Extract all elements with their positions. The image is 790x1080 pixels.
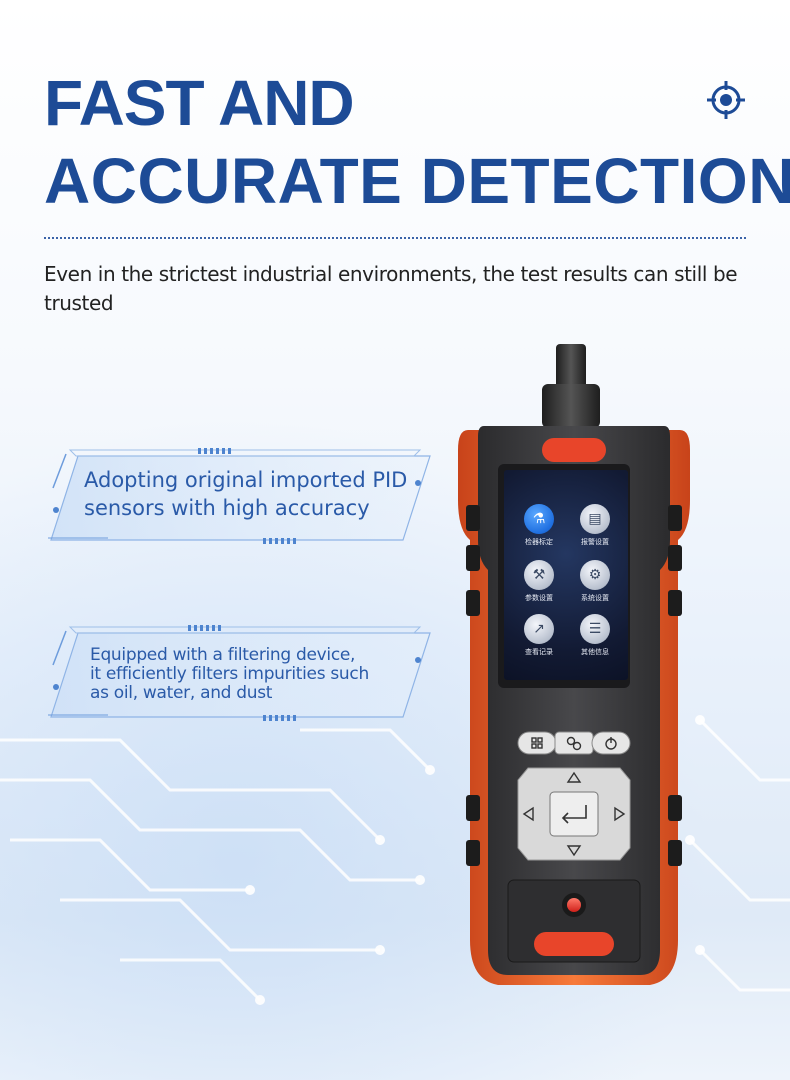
app-tile-view-records[interactable]: ↗ 查看记录 bbox=[514, 614, 564, 657]
chart-icon: ↗ bbox=[524, 614, 554, 644]
wrench-icon: ⚒ bbox=[524, 560, 554, 590]
app-tile-calibration[interactable]: ⚗ 检器标定 bbox=[514, 504, 564, 547]
feature-callout-filter: Equipped with a filtering device, it eff… bbox=[48, 625, 433, 725]
device-screen: ⚗ 检器标定 ▤ 报警设置 ⚒ 参数设置 ⚙ 系统设置 ↗ 查看记录 ☰ 其他信… bbox=[504, 470, 628, 680]
app-label: 参数设置 bbox=[525, 594, 553, 602]
callout-frame bbox=[48, 448, 431, 544]
circuit-background bbox=[0, 715, 790, 1005]
app-tile-system-settings[interactable]: ⚙ 系统设置 bbox=[570, 560, 620, 603]
page-title-line-2: ACCURATE DETECTION bbox=[44, 145, 790, 217]
list-icon: ☰ bbox=[580, 614, 610, 644]
enter-button[interactable] bbox=[549, 791, 599, 837]
subtitle: Even in the strictest industrial environ… bbox=[44, 262, 738, 315]
app-tile-other-info[interactable]: ☰ 其他信息 bbox=[570, 614, 620, 657]
app-tile-parameter-settings[interactable]: ⚒ 参数设置 bbox=[514, 560, 564, 603]
bottle-icon: ⚗ bbox=[524, 504, 554, 534]
up-arrow-icon[interactable] bbox=[566, 771, 582, 783]
right-arrow-icon[interactable] bbox=[614, 806, 626, 822]
callout-frame bbox=[48, 625, 431, 721]
feature-text: Equipped with a filtering device, it eff… bbox=[90, 646, 430, 703]
app-label: 报警设置 bbox=[581, 538, 609, 546]
app-tile-alarm-settings[interactable]: ▤ 报警设置 bbox=[570, 504, 620, 547]
enter-icon bbox=[561, 805, 587, 824]
alarm-light bbox=[542, 438, 606, 462]
app-label: 检器标定 bbox=[525, 538, 553, 546]
probe-tip bbox=[556, 344, 586, 390]
document-icon: ▤ bbox=[580, 504, 610, 534]
page-title-line-1: FAST AND bbox=[44, 67, 355, 139]
feature-callout-pid-sensor: Adopting original imported PID sensors w… bbox=[48, 448, 433, 548]
left-arrow-icon[interactable] bbox=[522, 806, 534, 822]
probe-base bbox=[542, 384, 600, 428]
feature-text-line-3: as oil, water, and dust bbox=[90, 683, 273, 703]
app-label: 查看记录 bbox=[525, 648, 553, 656]
gear-icon: ⚙ bbox=[580, 560, 610, 590]
navigation-pad bbox=[517, 767, 631, 861]
divider bbox=[44, 237, 746, 239]
app-label: 系统设置 bbox=[581, 594, 609, 602]
grid-button[interactable] bbox=[517, 731, 557, 755]
app-label: 其他信息 bbox=[581, 648, 609, 656]
target-icon bbox=[707, 81, 745, 119]
down-arrow-icon[interactable] bbox=[566, 845, 582, 857]
feature-text-line-1: Equipped with a filtering device, bbox=[90, 645, 356, 665]
feature-text-line-2: it efficiently filters impurities such bbox=[90, 664, 369, 684]
feature-text: Adopting original imported PID sensors w… bbox=[84, 468, 408, 520]
function-button-row bbox=[517, 731, 631, 755]
bottom-light bbox=[534, 932, 614, 956]
